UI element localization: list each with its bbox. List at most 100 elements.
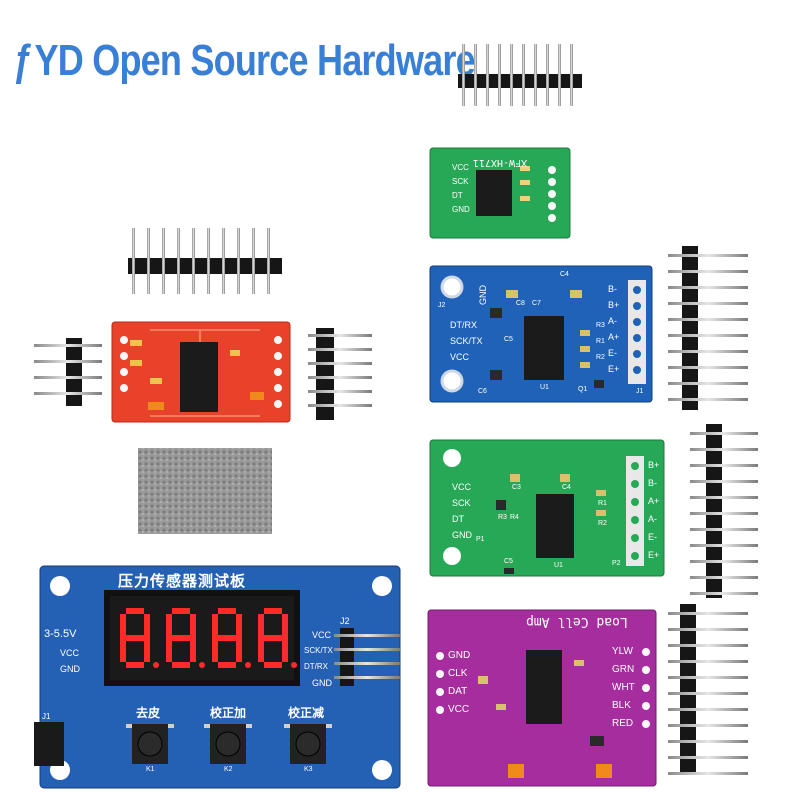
hx711-green-pin-bminus: B- [648, 478, 657, 488]
hx711-green-ref-c5: C5 [504, 558, 513, 565]
header-pin [34, 344, 102, 347]
header-pin [132, 228, 135, 294]
header-pin [34, 392, 102, 395]
decimal-point [291, 662, 297, 668]
segment [166, 638, 172, 662]
header-pin [162, 228, 165, 294]
header-pin [570, 44, 573, 106]
header-pin [668, 254, 748, 257]
hx711-blue-ref-u1: U1 [540, 384, 549, 391]
loadcell-pin-ylw: YLW [612, 646, 633, 657]
segment [172, 662, 190, 668]
foil-shield [138, 448, 272, 534]
hx711-small-board [429, 147, 571, 239]
tester-pin-vcc-left: VCC [60, 648, 80, 658]
header-pin [690, 512, 758, 515]
header-pin [34, 360, 102, 363]
tester-pin-scktx: SCK/TX [304, 646, 333, 655]
segment [264, 662, 282, 668]
hx711-blue-pin-eminus: E- [608, 348, 617, 358]
tester-pin-gnd-right: GND [312, 678, 332, 688]
segment [126, 608, 144, 614]
button-ref-k3: K3 [304, 766, 313, 773]
segment [264, 608, 282, 614]
segment [126, 635, 144, 641]
header-pin [522, 44, 525, 106]
brand-logo: ƒ [12, 36, 32, 85]
hx711-green-ref-c3: C3 [512, 484, 521, 491]
pin-header-right-2 [706, 424, 722, 598]
segment [218, 608, 236, 614]
segment [282, 638, 288, 662]
header-pin [308, 376, 372, 379]
header-pin [192, 228, 195, 294]
header-pin [34, 376, 102, 379]
hx711-green-pin-eminus: E- [648, 532, 657, 542]
segment [126, 662, 144, 668]
hx711-green-pin-dt: DT [452, 514, 464, 524]
segment [212, 614, 218, 638]
header-pin [222, 228, 225, 294]
header-pin [690, 496, 758, 499]
hx711-blue-board [429, 265, 653, 403]
tester-connector-j2: J2 [340, 616, 350, 626]
header-pin [668, 302, 748, 305]
segment [258, 638, 264, 662]
header-pin [177, 228, 180, 294]
header-pin [668, 382, 748, 385]
header-pin [237, 228, 240, 294]
hx711-green-ref-r4: R4 [510, 514, 519, 521]
segment [166, 614, 172, 638]
hx711-small-pin-dt: DT [452, 191, 463, 200]
segment [120, 614, 126, 638]
hx711-blue-ref-c4: C4 [560, 271, 569, 278]
segment [190, 614, 196, 638]
header-pin [668, 628, 748, 631]
hx711-blue-ref-j1: J1 [636, 388, 644, 395]
header-pin [690, 528, 758, 531]
hx711-green-pin-aplus: A+ [648, 496, 660, 506]
loadcell-pin-grn: GRN [612, 664, 635, 675]
header-pin [668, 692, 748, 695]
loadcell-pin-clk: CLK [448, 668, 468, 679]
hx711-blue-ref-r1: R1 [596, 338, 605, 345]
hx711-blue-ref-c7: C7 [532, 300, 541, 307]
segment [172, 635, 190, 641]
hx711-blue-ref-c6: C6 [478, 388, 487, 395]
brand-text: YD Open Source Hardware [34, 36, 476, 85]
header-pin [510, 44, 513, 106]
segment [282, 614, 288, 638]
segment [264, 635, 282, 641]
tester-pin-vcc-right: VCC [312, 630, 332, 640]
hx711-blue-pin-dtrx: DT/RX [450, 320, 477, 330]
hx711-blue-ref-j2: J2 [438, 302, 446, 309]
hx711-blue-ref-r3: R3 [596, 322, 605, 329]
hx711-green-pin-eplus: E+ [648, 550, 660, 560]
segment [218, 662, 236, 668]
hx711-blue-pin-gnd: GND [478, 285, 488, 305]
header-pin [147, 228, 150, 294]
hx711-blue-pin-scktx: SCK/TX [450, 336, 483, 346]
hx711-green-pin-bplus: B+ [648, 460, 660, 470]
hx711-blue-pin-vcc: VCC [450, 352, 470, 362]
header-pin [690, 592, 758, 595]
brand-title: ƒYD Open Source Hardware [12, 36, 476, 86]
button-label-calib-down: 校正减 [288, 706, 325, 720]
hx711-green-ref-c4: C4 [562, 484, 571, 491]
header-pin [668, 660, 748, 663]
decimal-point [199, 662, 205, 668]
header-pin [690, 544, 758, 547]
hx711-green-pin-sck: SCK [452, 498, 471, 508]
segment [144, 638, 150, 662]
hx711-blue-pin-bplus: B+ [608, 300, 620, 310]
header-pin [334, 648, 400, 651]
segment [120, 638, 126, 662]
header-pin [207, 228, 210, 294]
header-pin [668, 318, 748, 321]
header-pin [252, 228, 255, 294]
segment [236, 638, 242, 662]
button-ref-k2: K2 [224, 766, 233, 773]
loadcell-amp-title: Load Cell Amp [526, 614, 628, 629]
header-pin [267, 228, 270, 294]
